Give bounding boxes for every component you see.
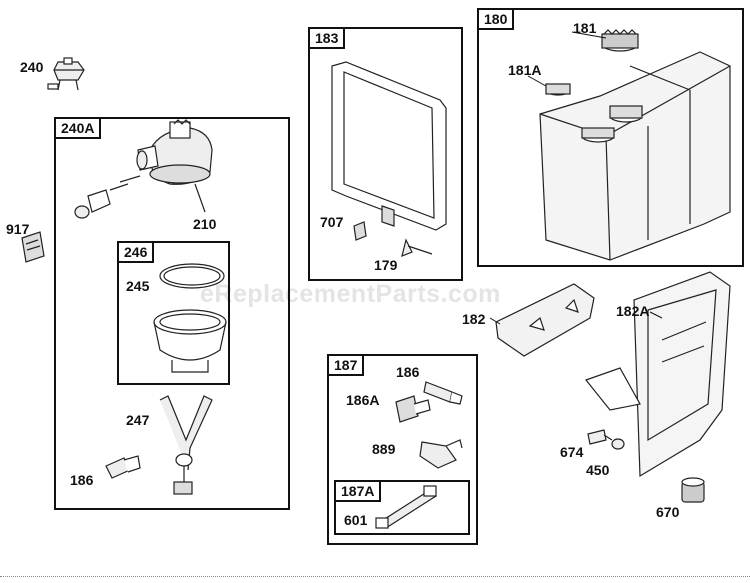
label-part-601: 601 <box>344 512 368 528</box>
box-246-tag: 246 <box>117 241 155 263</box>
part-247-drawing <box>159 395 213 495</box>
part-182-drawing <box>495 283 595 357</box>
label-part-240: 240 <box>20 59 44 75</box>
box-187A-tag: 187A <box>334 480 382 502</box>
part-917-drawing <box>21 231 45 263</box>
label-part-186-left: 186 <box>70 472 94 488</box>
box-240A-tag: 240A <box>54 117 102 139</box>
label-part-707: 707 <box>320 214 344 230</box>
label-part-670: 670 <box>656 504 680 520</box>
box-187A: 187A <box>334 480 470 535</box>
label-part-210: 210 <box>193 216 217 232</box>
part-182A-drawing <box>585 271 731 478</box>
part-186-left-drawing <box>105 455 141 479</box>
part-187A-drawing <box>375 485 437 529</box>
box-183-tag: 183 <box>308 27 346 49</box>
label-part-247: 247 <box>126 412 150 428</box>
label-part-186-right: 186 <box>396 364 420 380</box>
part-180-drawing <box>539 29 731 261</box>
box-187: 187 <box>327 354 478 545</box>
label-part-674: 674 <box>560 444 584 460</box>
label-part-182A: 182A <box>616 303 650 319</box>
box-240A: 240A <box>54 117 290 510</box>
part-187-drawing <box>395 381 463 469</box>
label-part-450: 450 <box>586 462 610 478</box>
box-187-tag: 187 <box>327 354 365 376</box>
label-part-186A: 186A <box>346 392 380 408</box>
label-part-889: 889 <box>372 441 396 457</box>
label-part-917: 917 <box>6 221 30 237</box>
label-part-182: 182 <box>462 311 486 327</box>
part-210-drawing <box>74 119 213 219</box>
label-part-245: 245 <box>126 278 150 294</box>
watermark: eReplacementParts.com <box>200 280 501 308</box>
label-part-181A: 181A <box>508 62 542 78</box>
label-part-179: 179 <box>374 257 398 273</box>
part-240-drawing <box>47 57 85 91</box>
part-183-drawing <box>331 61 447 257</box>
box-183: 183 <box>308 27 463 281</box>
part-245-246-drawing <box>153 263 227 373</box>
box-246: 246 <box>117 241 230 385</box>
page-divider <box>0 576 750 577</box>
part-674-450-670-drawing <box>587 429 705 503</box>
box-180: 180 <box>477 8 744 267</box>
label-part-181: 181 <box>573 20 597 36</box>
box-180-tag: 180 <box>477 8 515 30</box>
